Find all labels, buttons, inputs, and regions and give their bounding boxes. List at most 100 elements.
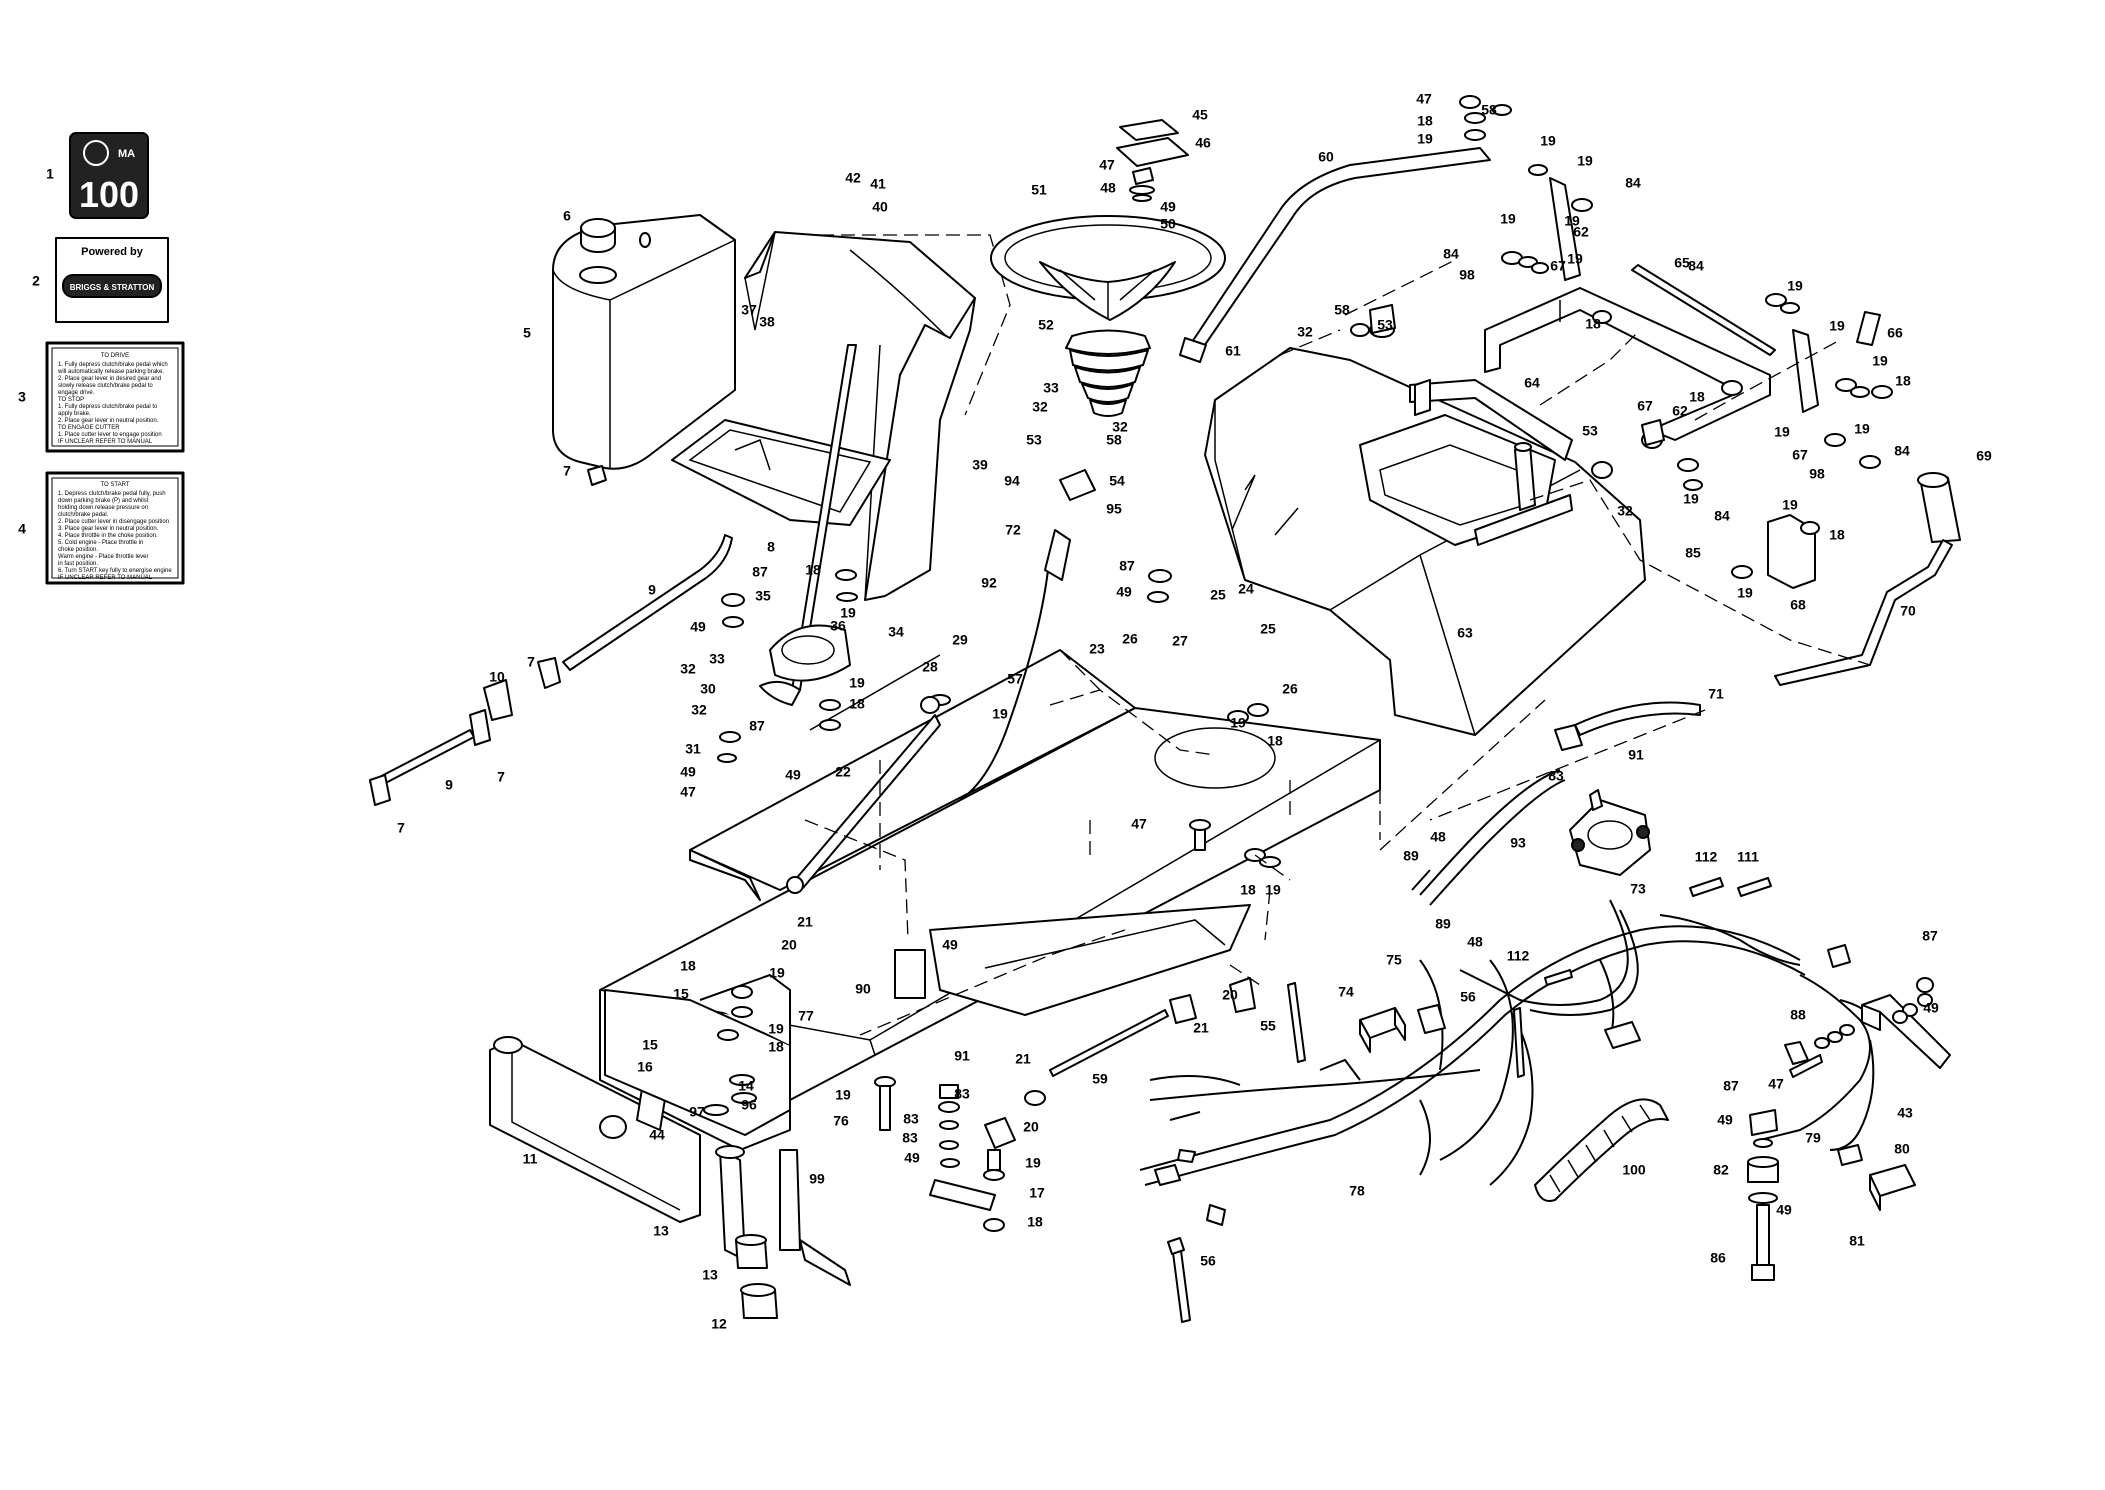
part-callout: 19: [768, 1021, 784, 1037]
part-callout: 19: [849, 675, 865, 691]
front-bushes: [735, 1234, 778, 1319]
fastener-stack-center: [874, 569, 1281, 1232]
part-callout: 18: [849, 696, 865, 712]
drive-decal-line: TO ENGAGE CUTTER: [58, 425, 120, 431]
part-callout: 20: [781, 937, 797, 953]
start-decal-line: 3. Place gear lever in neutral position.: [58, 526, 159, 532]
part-callout: 47: [1768, 1076, 1784, 1092]
part-callout: 98: [1809, 466, 1825, 482]
part-callout: 1: [46, 166, 54, 182]
part-callout: 7: [497, 769, 505, 785]
part-callout: 58: [1334, 302, 1350, 318]
gear-bracket: [1484, 177, 1881, 589]
badge-small-text: MA: [118, 148, 135, 160]
start-decal-line: IF UNCLEAR REFER TO MANUAL: [58, 575, 153, 581]
part-callout: 9: [648, 582, 656, 598]
part-callout: 47: [680, 784, 696, 800]
part-callout: 32: [680, 661, 696, 677]
brand-text: BRIGGS & STRATTON: [70, 283, 155, 292]
lift-lever: [1179, 147, 1491, 363]
part-callout: 95: [1106, 501, 1122, 517]
part-callout: 88: [1790, 1007, 1806, 1023]
choke-linkage: [369, 679, 513, 806]
part-callout: 87: [1119, 558, 1135, 574]
part-callout: 36: [830, 618, 846, 634]
fastener-stack-left: [703, 569, 951, 1116]
part-callout: 68: [1790, 597, 1806, 613]
part-callout: 63: [1457, 625, 1473, 641]
part-callout: 19: [840, 605, 856, 621]
part-callout: 85: [1685, 545, 1701, 561]
part-callout: 19: [1417, 131, 1433, 147]
part-callout: 19: [1872, 353, 1888, 369]
badge-number: 100: [79, 174, 139, 215]
part-callout: 24: [1238, 581, 1254, 597]
mount-bolt: [1747, 1109, 1863, 1281]
part-callout: 28: [922, 659, 938, 675]
drive-decal-line: slowly release clutch/brake pedal to: [58, 383, 153, 389]
part-callout: 84: [1894, 443, 1910, 459]
brake-rod: [959, 469, 1096, 801]
part-callout: 18: [1829, 527, 1845, 543]
part-callout: 19: [769, 965, 785, 981]
part-callout: 9: [445, 777, 453, 793]
drive-decal-heading: TO DRIVE: [101, 353, 129, 359]
steering-wheel: [990, 215, 1226, 321]
part-callout: 21: [1193, 1020, 1209, 1036]
part-callout: 67: [1792, 447, 1808, 463]
start-decal-line: 5. Cold engine - Place throttle in: [58, 540, 143, 546]
part-callout: 55: [1260, 1018, 1276, 1034]
part-callout: 7: [563, 463, 571, 479]
part-callout: 4: [18, 521, 26, 537]
part-callout: 18: [805, 562, 821, 578]
part-callout: 18: [1417, 113, 1433, 129]
part-callout: 83: [902, 1130, 918, 1146]
exploded-guides: [804, 259, 1871, 1036]
part-callout: 19: [1829, 318, 1845, 334]
gear-lever: [1774, 472, 1961, 686]
decal-drive-instructions: TO DRIVE 1. Fully depress clutch/brake p…: [45, 341, 185, 453]
drive-decal-line: IF UNCLEAR REFER TO MANUAL: [58, 439, 153, 445]
part-callout: 98: [1459, 267, 1475, 283]
part-callout: 42: [845, 170, 861, 186]
part-callout: 19: [1025, 1155, 1041, 1171]
part-callout: 112: [1507, 948, 1530, 964]
start-decal-line: in fast position.: [58, 561, 98, 567]
part-callout: 78: [1349, 1183, 1365, 1199]
part-callout: 14: [738, 1078, 754, 1094]
part-callout: 73: [1630, 881, 1646, 897]
part-callout: 66: [1887, 325, 1903, 341]
part-callout: 18: [1585, 316, 1601, 332]
part-callout: 44: [649, 1127, 665, 1143]
decal-badge: MA 100: [69, 132, 149, 219]
part-callout: 70: [1900, 603, 1916, 619]
fuses: [1544, 877, 1772, 986]
part-callout: 49: [1776, 1202, 1792, 1218]
body-shroud: [1204, 347, 1646, 736]
part-callout: 48: [1430, 829, 1446, 845]
part-callout: 19: [1854, 421, 1870, 437]
part-callout: 91: [1628, 747, 1644, 763]
part-callout: 43: [1897, 1105, 1913, 1121]
ignition-bracket: [1784, 944, 1951, 1078]
part-callout: 39: [972, 457, 988, 473]
part-callout: 80: [1894, 1141, 1910, 1157]
part-callout: 20: [1222, 987, 1238, 1003]
part-callout: 86: [1710, 1250, 1726, 1266]
part-callout: 58: [1481, 102, 1497, 118]
start-decal-line: 4. Place throttle in the choke position.: [58, 533, 158, 539]
start-decal-line: down parking brake (P) and whilst: [58, 498, 149, 504]
part-callout: 25: [1260, 621, 1276, 637]
part-callout: 84: [1688, 258, 1704, 274]
part-callout: 20: [1023, 1119, 1039, 1135]
part-callout: 10: [489, 669, 505, 685]
steering-column: [759, 344, 857, 706]
part-callout: 19: [1500, 211, 1516, 227]
part-callout: 100: [1622, 1162, 1646, 1178]
part-callout: 83: [1548, 768, 1564, 784]
part-callout: 8: [767, 539, 775, 555]
part-callout: 49: [690, 619, 706, 635]
part-callout: 49: [1160, 199, 1176, 215]
part-callout: 26: [1282, 681, 1298, 697]
part-callout: 47: [1416, 91, 1432, 107]
